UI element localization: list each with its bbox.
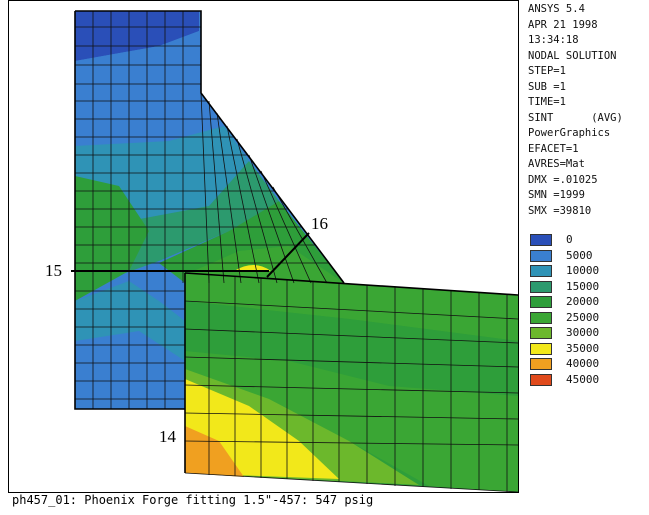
legend-label: 35000 <box>566 341 600 355</box>
callout-label-16: 16 <box>311 214 328 233</box>
legend-label: 30000 <box>566 326 600 339</box>
info-line: APR 21 1998 <box>528 18 598 31</box>
plot-frame: 15 16 14 <box>8 0 519 493</box>
legend-label: 5000 <box>566 248 593 262</box>
legend-swatch <box>530 249 552 262</box>
plot-caption: ph457_01: Phoenix Forge fitting 1.5"-457… <box>12 493 374 507</box>
legend-label: 20000 <box>566 295 600 308</box>
legend-swatch <box>530 373 552 386</box>
info-line: 13:34:18 <box>528 34 579 46</box>
model-outline <box>74 10 518 473</box>
info-line: AVRES=Mat <box>528 158 585 170</box>
legend-label: 25000 <box>566 310 600 324</box>
legend-swatch <box>530 296 552 308</box>
legend-label: 10000 <box>566 264 600 277</box>
mesh-grid <box>74 11 518 492</box>
legend-label: 45000 <box>566 372 600 386</box>
legend-label: 15000 <box>566 279 600 293</box>
callout-line-16 <box>266 232 310 278</box>
callout-lines <box>71 232 310 278</box>
legend-swatch <box>530 311 552 324</box>
legend-swatch <box>530 265 552 277</box>
callout-label-15: 15 <box>45 261 62 280</box>
info-line: PowerGraphics <box>528 127 611 139</box>
info-line: EFACET=1 <box>528 142 579 155</box>
legend-label: 40000 <box>566 357 600 370</box>
callout-label-14: 14 <box>159 427 176 446</box>
info-line: ANSYS 5.4 <box>528 3 585 15</box>
legend-swatch <box>530 280 552 293</box>
info-line: DMX =.01025 <box>528 173 598 186</box>
info-line: SMX =39810 <box>528 204 592 217</box>
info-line: SMN =1999 <box>528 189 585 201</box>
legend-swatch <box>530 342 552 355</box>
info-line: NODAL SOLUTION <box>528 49 617 62</box>
legend-swatch <box>530 327 552 339</box>
info-line: SINT (AVG) <box>528 111 623 124</box>
legend-label: 0 <box>566 233 573 246</box>
legend-swatch <box>530 358 552 370</box>
lower-plate-region <box>185 273 518 492</box>
info-line: TIME=1 <box>528 96 566 108</box>
info-line: STEP=1 <box>528 65 566 77</box>
legend-swatch <box>530 234 552 246</box>
solution-info-panel: ANSYS 5.4 APR 21 1998 13:34:18 NODAL SOL… <box>528 2 646 219</box>
info-line: SUB =1 <box>528 80 566 93</box>
fem-contour-plot <box>71 10 518 492</box>
